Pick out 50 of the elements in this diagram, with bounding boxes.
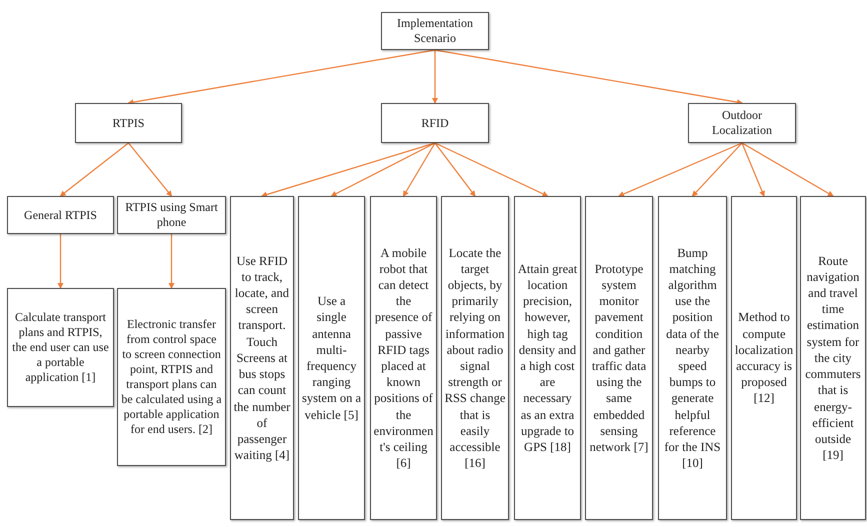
box-text: Electronic transfer from control space to screen connection point, RTPIS and transport plans can be calculated using a portable application for end users. [2]: [121, 317, 222, 437]
box-text: RTPIS: [112, 116, 144, 130]
box-text: Attain great location precision, however, high tag density and a high cost are necessary as an extra upgrade to GPS [18]: [517, 260, 578, 456]
box-text: Calculate transport plans and RTPIS, the end user can use a portable application [1]: [11, 310, 110, 385]
box: [370, 196, 437, 520]
arrow: [434, 49, 743, 106]
box-text: Bump matching algorithm use the position data of the nearby speed bumps to generate helpful reference for the INS [10]: [663, 244, 722, 472]
box: [230, 196, 294, 520]
box: [514, 196, 581, 520]
box: [688, 103, 796, 143]
arrow: [128, 142, 172, 197]
box: [7, 196, 114, 234]
arrow: [742, 142, 834, 197]
arrow: [692, 142, 742, 197]
box-text: General RTPIS: [24, 208, 97, 222]
box: [75, 103, 182, 143]
box: [117, 288, 226, 466]
box: [117, 196, 226, 234]
arrow: [261, 142, 436, 198]
box: [7, 288, 114, 407]
arrow: [168, 234, 174, 289]
box: [381, 103, 489, 143]
arrow: [402, 142, 436, 197]
box-text: A mobile robot that can detect the presence of passive RFID tags placed at known positions of the environment's ceiling [6]: [373, 244, 434, 472]
box-text: Prototype system monitor pavement condition and gather traffic data using the same embedded sensing network [7]: [588, 260, 650, 456]
box: [658, 196, 727, 520]
box-text: Method to compute localization accuracy is proposed [12]: [734, 309, 794, 407]
box: [298, 196, 365, 520]
arrow: [58, 234, 64, 289]
arrow: [618, 142, 742, 197]
box-text: Locate the target objects, by primarily relying on information about radio signal strength or RSS change that is easily accessible [16]: [444, 244, 506, 472]
box-text: Implementation Scenario: [396, 16, 474, 46]
box-text: Outdoor Localization: [711, 108, 773, 138]
box: [441, 196, 509, 520]
arrow: [330, 142, 436, 197]
arrow: [60, 142, 129, 197]
box-text: Use a single antenna multi-frequency ranging system on a vehicle [5]: [301, 293, 362, 423]
box: [800, 196, 866, 520]
arrow: [434, 142, 476, 197]
arrow: [128, 49, 436, 106]
box: [731, 196, 797, 520]
box-text: RFID: [421, 116, 449, 130]
box: [381, 12, 489, 50]
box-text: Route navigation and travel time estimation system for the city commuters that is energy-efficient outside [19]: [804, 252, 862, 464]
box-text: RTPIS using Smart phone: [124, 200, 219, 230]
arrow: [434, 142, 548, 197]
box: [585, 196, 653, 520]
arrow: [432, 50, 438, 104]
arrow: [741, 142, 765, 197]
box-text: Use RFID to track, locate, and screen transport. Touch Screens at bus stops can count the number of passenger waiting [4]: [233, 252, 291, 464]
